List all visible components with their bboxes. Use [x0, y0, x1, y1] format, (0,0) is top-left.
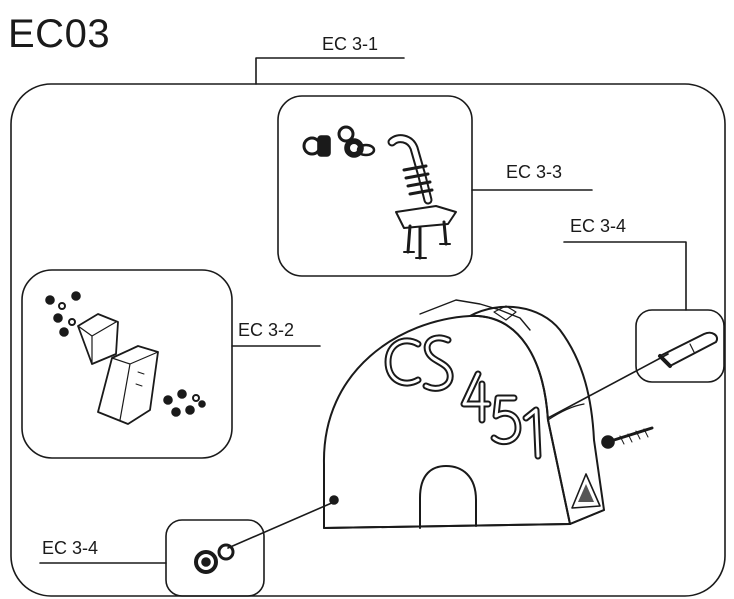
- detail-box-ec3-4-handle: [635, 309, 725, 383]
- hose-assembly-parts: [302, 125, 457, 260]
- bracket-parts: [45, 291, 206, 425]
- diagram-title: EC03: [8, 12, 111, 56]
- nut-washer-part: [194, 543, 235, 574]
- pointer-line-handle: [547, 353, 669, 419]
- detail-box-ec3-2: [21, 269, 233, 459]
- blade-guard-housing: [322, 299, 605, 529]
- callout-label-ec3-1: EC 3-1: [322, 34, 379, 54]
- detail-box-ec3-4-nut: [165, 519, 265, 597]
- leader-line-ec3-1: [255, 57, 405, 85]
- detail-box-ec3-3: [277, 95, 473, 277]
- callout-label-ec3-4-nut: EC 3-4: [42, 538, 99, 558]
- pointer-line-nut: [227, 501, 335, 549]
- assembly-frame: [10, 83, 726, 597]
- callout-label-ec3-4-handle: EC 3-4: [570, 216, 627, 236]
- leader-line-ec3-4-handle: [563, 241, 687, 311]
- callout-label-ec3-2: EC 3-2: [238, 320, 295, 340]
- callout-label-ec3-3: EC 3-3: [506, 162, 563, 182]
- handle-grip-part: [658, 331, 718, 368]
- screw-part: [601, 426, 654, 449]
